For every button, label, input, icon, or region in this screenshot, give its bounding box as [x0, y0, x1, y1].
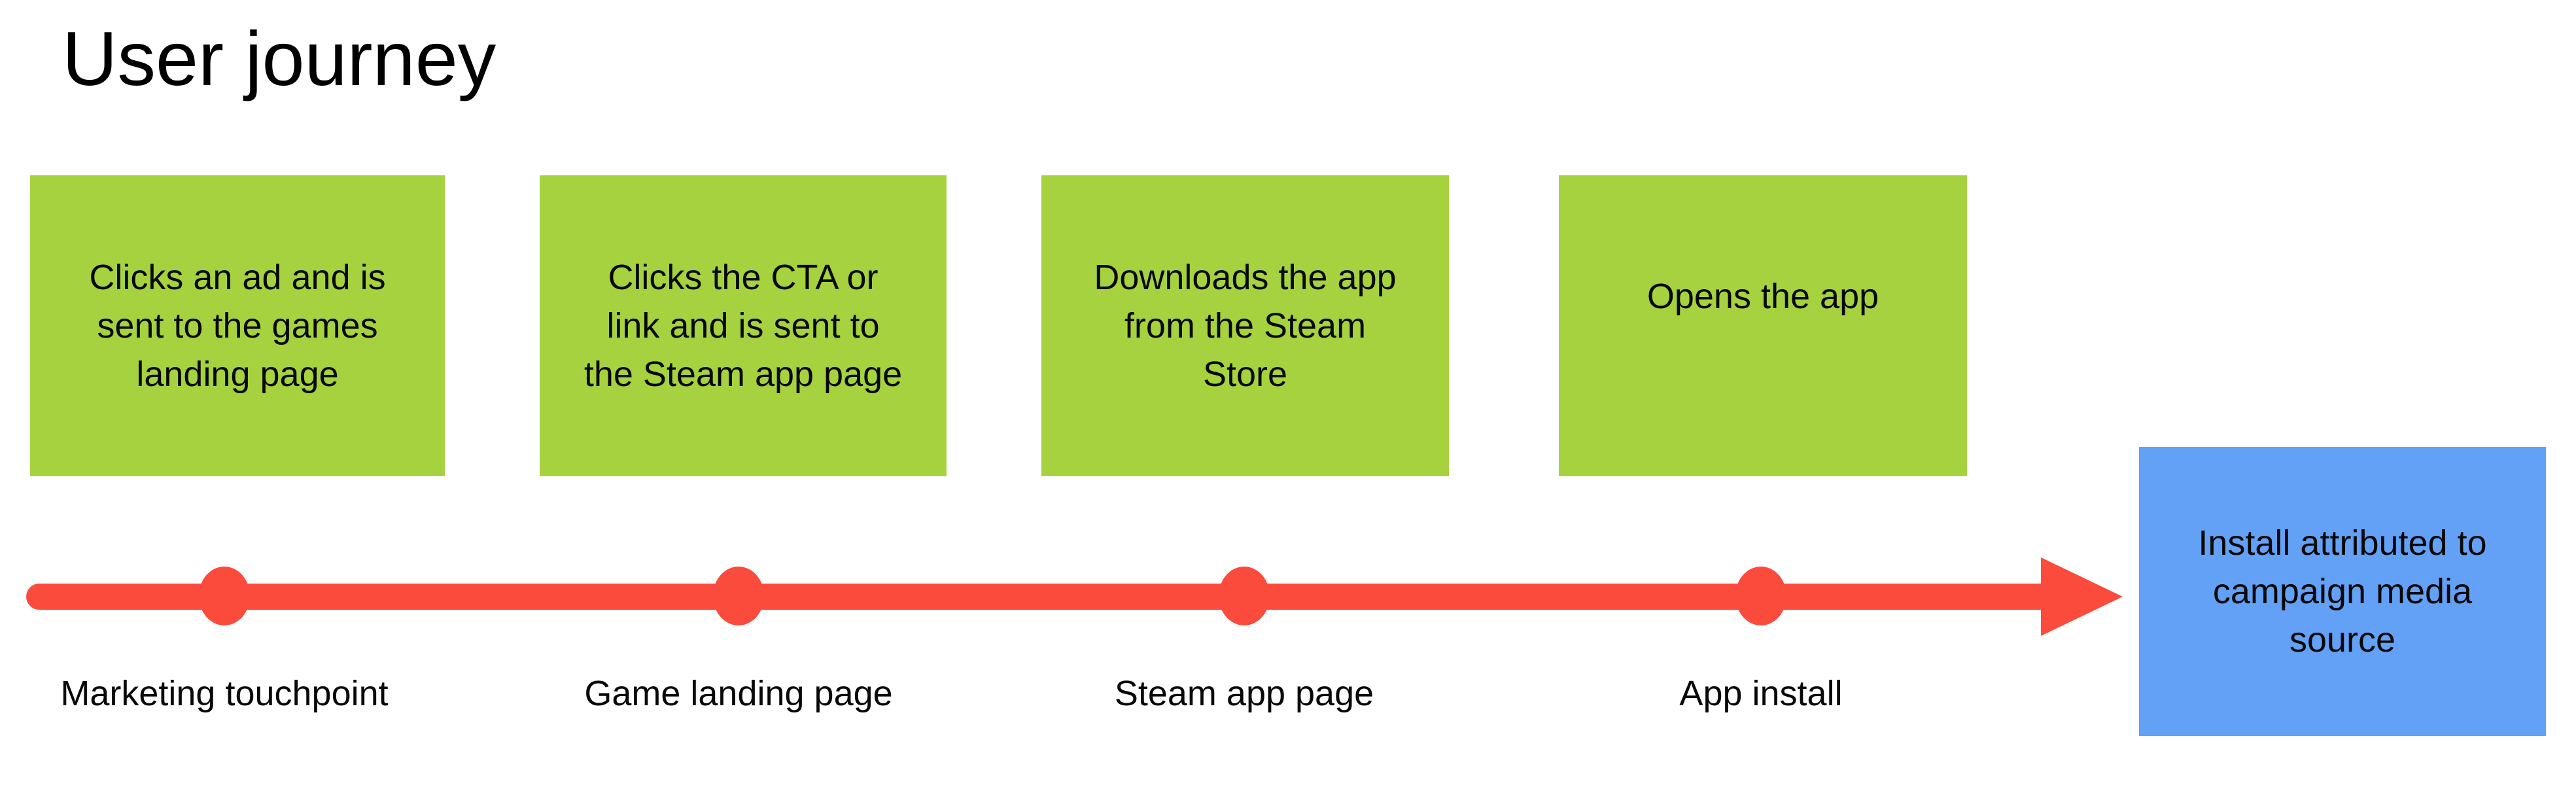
stage-box-app-install: Opens the app [1559, 175, 1967, 476]
stage-box-text: Clicks the CTA or link and is sent to th… [583, 258, 903, 394]
timeline-node-steam-app-page [1219, 567, 1270, 625]
timeline-arrowhead-icon [2041, 557, 2123, 636]
outcome-box-install-attribution: Install attributed to campaign media sou… [2139, 447, 2546, 736]
stage-box-marketing-touchpoint: Clicks an ad and is sent to the games la… [30, 175, 445, 476]
stage-box-text: Downloads the app from the Steam Store [1094, 258, 1397, 394]
stage-box-steam-app-page: Downloads the app from the Steam Store [1041, 175, 1449, 476]
stage-box-text: Clicks an ad and is sent to the games la… [89, 258, 386, 394]
timeline-label: App install [1679, 674, 1843, 713]
timeline-arrow-shaft [26, 584, 2054, 610]
page-title: User journey [62, 16, 496, 101]
timeline-label: Marketing touchpoint [60, 674, 389, 713]
timeline-label: Game landing page [584, 674, 893, 713]
outcome-box-text: Install attributed to campaign media sou… [2198, 523, 2487, 659]
timeline-node-marketing-touchpoint [199, 567, 250, 625]
timeline-label: Steam app page [1114, 674, 1374, 713]
stage-box-text: Opens the app [1646, 277, 1879, 316]
timeline-node-game-landing-page [713, 567, 764, 625]
timeline-node-app-install [1735, 567, 1786, 625]
stage-box-game-landing-page: Clicks the CTA or link and is sent to th… [540, 175, 947, 476]
